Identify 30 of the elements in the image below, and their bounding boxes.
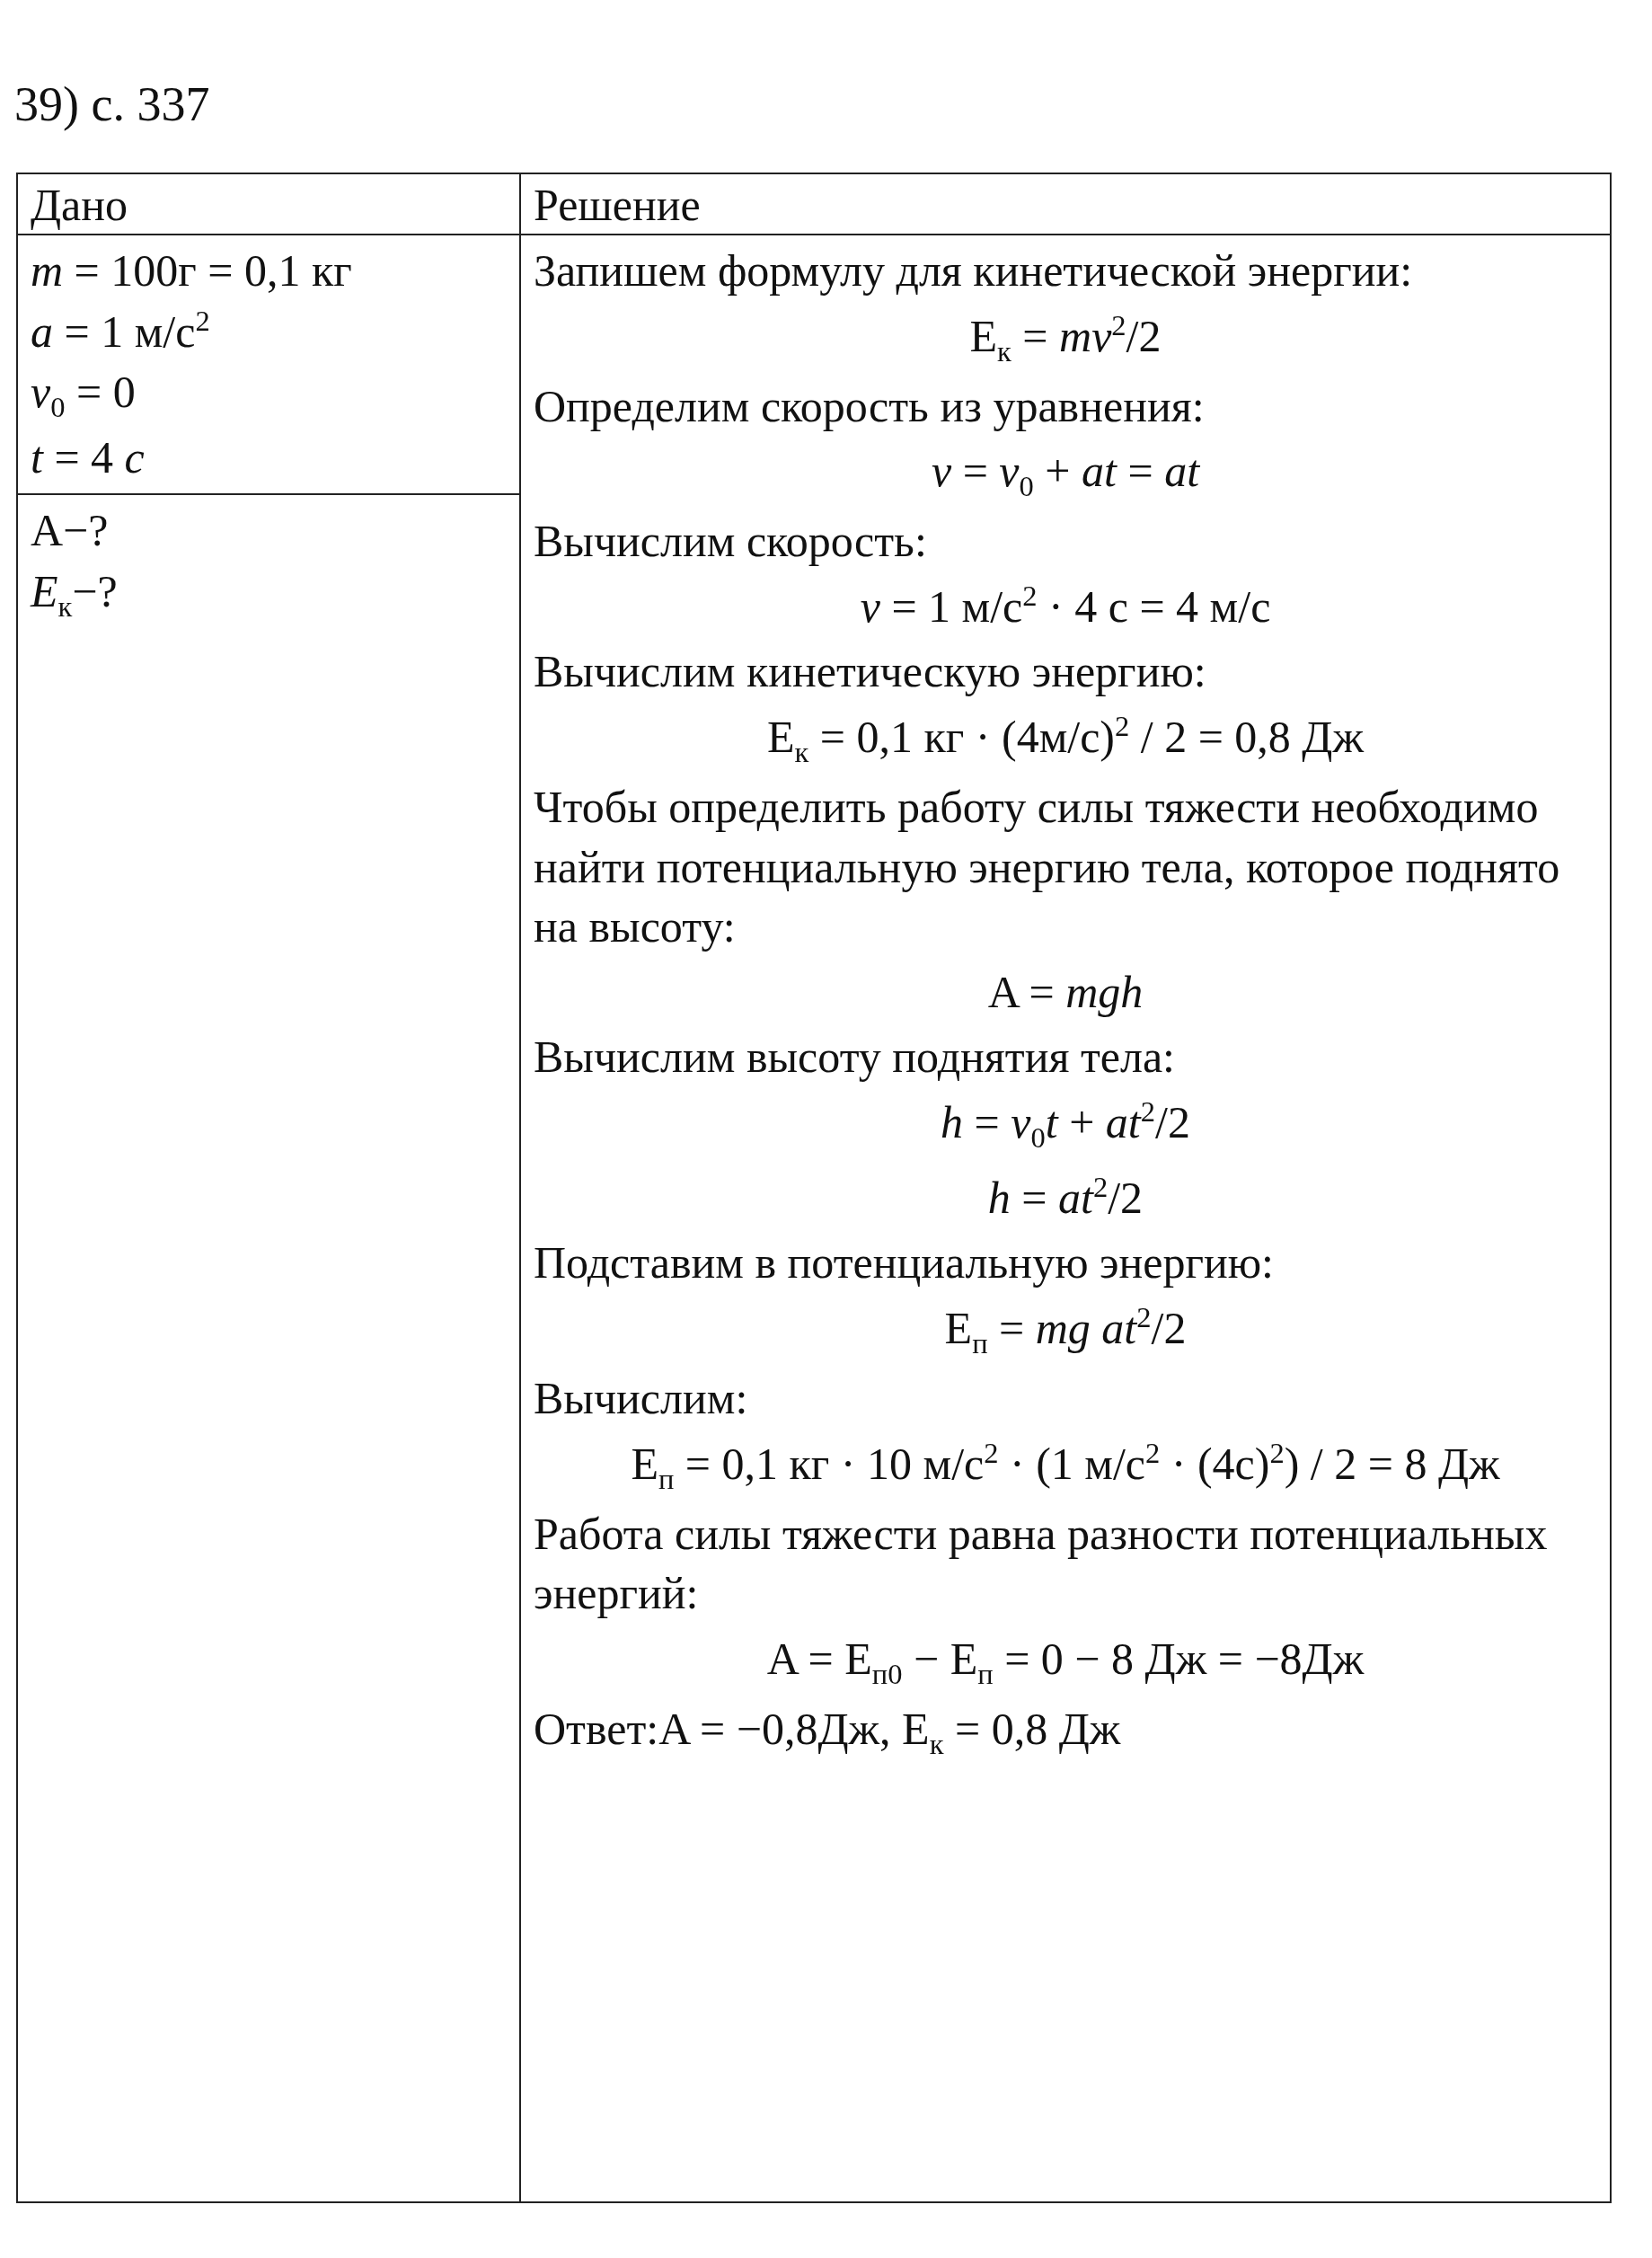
text: m = 100г = 0,1 кг bbox=[31, 244, 353, 297]
text: Подставим в потенциальную энергию: bbox=[534, 1236, 1275, 1290]
formula: h = v$_{0}$t + at$^{2}$/2 bbox=[940, 1094, 1191, 1156]
text: Ответ:A = −0,8Дж, E$_{к}$ = 0,8 Дж bbox=[534, 1703, 1122, 1763]
text: t = 4 с bbox=[31, 430, 146, 484]
text: Работа силы тяжести равна разности потенциальных энергий: bbox=[534, 1507, 1549, 1621]
text: Вычислим скорость: bbox=[534, 515, 928, 569]
title: 39) с. 337 bbox=[14, 76, 210, 132]
text: Чтобы определить работу силы тяжести необходимо найти потенциальную энергию тела, которое поднято на высоту: bbox=[534, 781, 1561, 954]
formula: A = mgh bbox=[986, 965, 1144, 1019]
text: A−? bbox=[31, 504, 110, 558]
text: E$_{к}$−? bbox=[31, 564, 119, 624]
text: Определим скорость из уравнения: bbox=[534, 379, 1206, 433]
formula: E$_{п}$ = 0,1 кг · 10 м/с$^{2}$ · (1 м/с$^{2}$ · (4с)$^{2}$) / 2 = 8 Дж bbox=[630, 1435, 1501, 1497]
text: a = 1 м/с$^{2}$ bbox=[31, 303, 211, 359]
formula: h = at$^{2}$/2 bbox=[986, 1170, 1144, 1225]
formula: v = v$_{0}$ + at = at bbox=[930, 445, 1201, 505]
formula: E$_{п}$ = mg at$^{2}$/2 bbox=[943, 1300, 1188, 1361]
text: v$_{0}$ = 0 bbox=[31, 366, 137, 425]
header-cell bbox=[18, 174, 521, 235]
text: Вычислим: bbox=[534, 1372, 749, 1426]
text: Решение bbox=[534, 179, 702, 232]
formula: v = 1 м/с$^{2}$ · 4 с = 4 м/с bbox=[859, 579, 1272, 633]
text: Дано bbox=[31, 179, 129, 232]
text: Запишем формулу для кинетической энергии: bbox=[534, 244, 1414, 297]
text: Вычислим кинетическую энергию: bbox=[534, 645, 1207, 699]
formula: A = E$_{п0}$ − E$_{п}$ = 0 − 8 Дж = −8Дж bbox=[765, 1632, 1365, 1692]
formula: E$_{к}$ = 0,1 кг · (4м/с)$^{2}$ / 2 = 0,8 Дж bbox=[766, 709, 1365, 770]
text: Вычислим высоту поднятия тела: bbox=[534, 1031, 1176, 1085]
formula: E$_{к}$ = mv$^{2}$/2 bbox=[968, 307, 1162, 369]
